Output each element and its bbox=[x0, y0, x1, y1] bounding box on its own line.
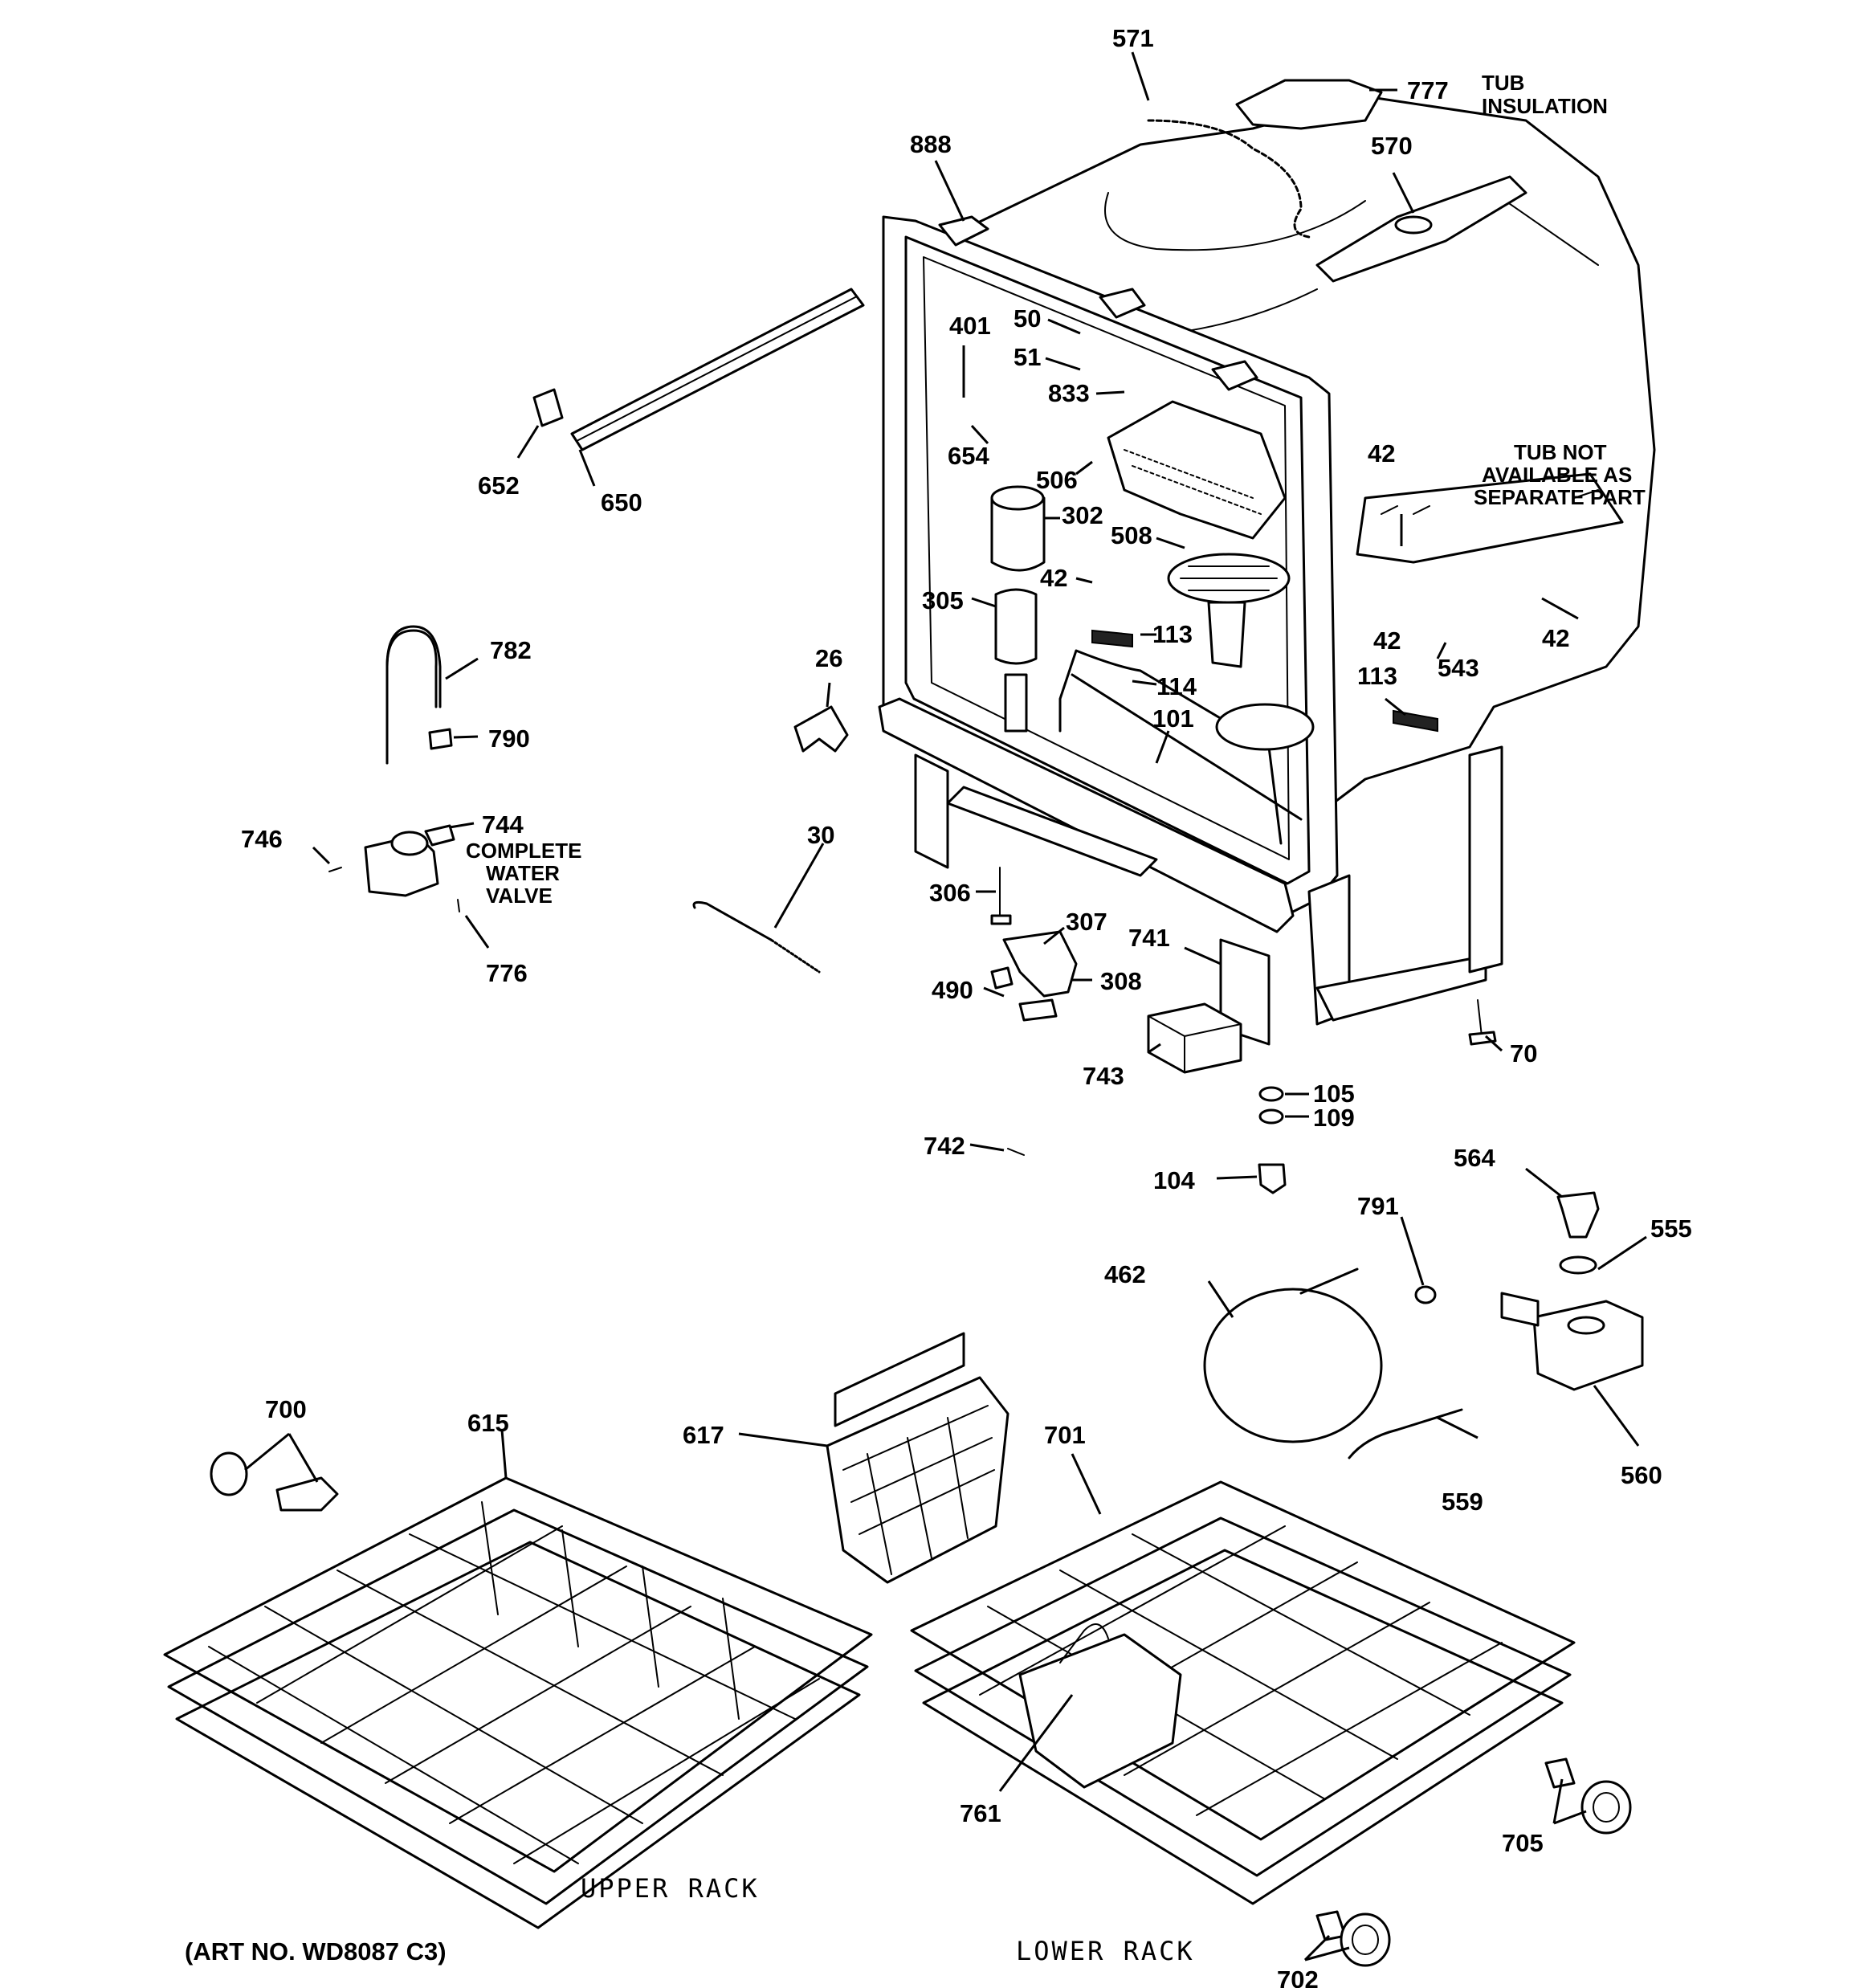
label-746: 746 bbox=[241, 825, 283, 853]
label-105: 105 bbox=[1313, 1080, 1355, 1108]
label-700: 700 bbox=[265, 1395, 307, 1423]
art-number: (ART NO. WD8087 C3) bbox=[185, 1937, 447, 1966]
lower-rack-title: LOWER RACK bbox=[1016, 1936, 1195, 1966]
label-744: 744 bbox=[482, 810, 524, 839]
label-306: 306 bbox=[929, 879, 971, 907]
label-101: 101 bbox=[1152, 704, 1194, 733]
label-650: 650 bbox=[601, 488, 642, 516]
water-valve-744 bbox=[364, 824, 455, 897]
label-571: 571 bbox=[1112, 24, 1154, 52]
label-42-right: 42 bbox=[1542, 624, 1569, 652]
end-cap-652 bbox=[532, 388, 564, 427]
label-782: 782 bbox=[490, 636, 532, 664]
label-104: 104 bbox=[1153, 1166, 1195, 1194]
label-50: 50 bbox=[1014, 304, 1041, 333]
label-776: 776 bbox=[486, 959, 528, 987]
tub-assembly bbox=[878, 79, 1656, 1026]
tub-insulation bbox=[1235, 79, 1383, 130]
note-tub-na-line1: TUB NOT bbox=[1514, 440, 1607, 464]
label-654: 654 bbox=[948, 442, 989, 470]
label-305: 305 bbox=[922, 586, 964, 614]
label-888: 888 bbox=[910, 130, 952, 158]
label-741: 741 bbox=[1128, 924, 1170, 952]
clamp-791 bbox=[1414, 1285, 1437, 1304]
label-705: 705 bbox=[1502, 1829, 1544, 1857]
label-742: 742 bbox=[924, 1132, 965, 1160]
label-555: 555 bbox=[1650, 1214, 1692, 1243]
note-tub-na-line3: SEPARATE PART bbox=[1474, 485, 1646, 509]
washer-105 bbox=[1258, 1086, 1284, 1102]
label-652: 652 bbox=[478, 471, 520, 500]
filter-506 bbox=[1107, 400, 1287, 540]
silverware-basket-617 bbox=[826, 1332, 1009, 1584]
label-70: 70 bbox=[1510, 1039, 1537, 1067]
washer-109 bbox=[1258, 1108, 1284, 1125]
label-791: 791 bbox=[1357, 1192, 1399, 1220]
label-564: 564 bbox=[1454, 1144, 1495, 1172]
hose-559 bbox=[1348, 1408, 1463, 1459]
label-559: 559 bbox=[1442, 1488, 1483, 1516]
label-543: 543 bbox=[1438, 654, 1479, 682]
label-570: 570 bbox=[1371, 132, 1413, 160]
label-109: 109 bbox=[1313, 1104, 1355, 1132]
label-114: 114 bbox=[1156, 672, 1197, 700]
label-462: 462 bbox=[1104, 1260, 1146, 1288]
label-790: 790 bbox=[488, 725, 530, 753]
note-tub-insulation-line1: TUB bbox=[1482, 71, 1524, 95]
nut-104 bbox=[1258, 1163, 1287, 1194]
label-615: 615 bbox=[467, 1409, 509, 1437]
label-308: 308 bbox=[1100, 967, 1142, 995]
label-702: 702 bbox=[1277, 1966, 1319, 1988]
label-701: 701 bbox=[1044, 1421, 1086, 1449]
label-560: 560 bbox=[1621, 1461, 1662, 1489]
label-401: 401 bbox=[949, 312, 991, 340]
base-frame bbox=[878, 697, 1295, 933]
label-490: 490 bbox=[932, 976, 973, 1004]
label-42-top-right: 42 bbox=[1368, 439, 1395, 467]
upper-rack-615 bbox=[163, 1476, 873, 1929]
label-777: 777 bbox=[1407, 76, 1449, 104]
note-valve-line2: WATER bbox=[486, 861, 560, 885]
label-506: 506 bbox=[1036, 466, 1078, 494]
drain-hose-462 bbox=[1203, 1288, 1383, 1443]
leader-lines bbox=[244, 51, 1647, 1961]
note-tub-insulation-line2: INSULATION bbox=[1482, 94, 1608, 118]
note-valve-line3: VALVE bbox=[486, 884, 553, 908]
wheel-705 bbox=[1544, 1757, 1576, 1789]
bracket-741 bbox=[1219, 938, 1270, 1046]
gasket-571 bbox=[1147, 119, 1311, 239]
label-743: 743 bbox=[1083, 1062, 1124, 1090]
switch-307 bbox=[1002, 930, 1078, 998]
label-617: 617 bbox=[683, 1421, 724, 1449]
basket-761 bbox=[1018, 1633, 1182, 1789]
clip-26 bbox=[793, 705, 849, 753]
oring-555 bbox=[1559, 1255, 1597, 1275]
note-valve-line1: COMPLETE bbox=[466, 839, 581, 863]
pump-housing-560 bbox=[1532, 1300, 1644, 1391]
label-761: 761 bbox=[960, 1799, 1001, 1827]
rail-650 bbox=[570, 288, 865, 451]
wheel-700 bbox=[210, 1451, 248, 1496]
heating-element bbox=[1058, 649, 1303, 845]
label-26: 26 bbox=[815, 644, 842, 672]
lower-rack-701 bbox=[910, 1480, 1576, 1905]
label-302: 302 bbox=[1062, 501, 1103, 529]
label-42-center: 42 bbox=[1040, 564, 1067, 592]
label-508: 508 bbox=[1111, 521, 1152, 549]
label-51: 51 bbox=[1014, 343, 1041, 371]
label-113-right: 113 bbox=[1357, 662, 1397, 690]
spring-30 bbox=[692, 900, 773, 941]
label-307: 307 bbox=[1066, 908, 1107, 936]
float-305 bbox=[994, 588, 1038, 665]
label-833: 833 bbox=[1048, 379, 1090, 407]
label-42-lower-right: 42 bbox=[1373, 627, 1401, 655]
label-113-center: 113 bbox=[1152, 620, 1193, 648]
note-tub-na-line2: AVAILABLE AS bbox=[1482, 463, 1632, 487]
upper-rack-title: UPPER RACK bbox=[581, 1873, 760, 1904]
check-valve-564 bbox=[1556, 1191, 1600, 1239]
label-30: 30 bbox=[807, 821, 834, 849]
